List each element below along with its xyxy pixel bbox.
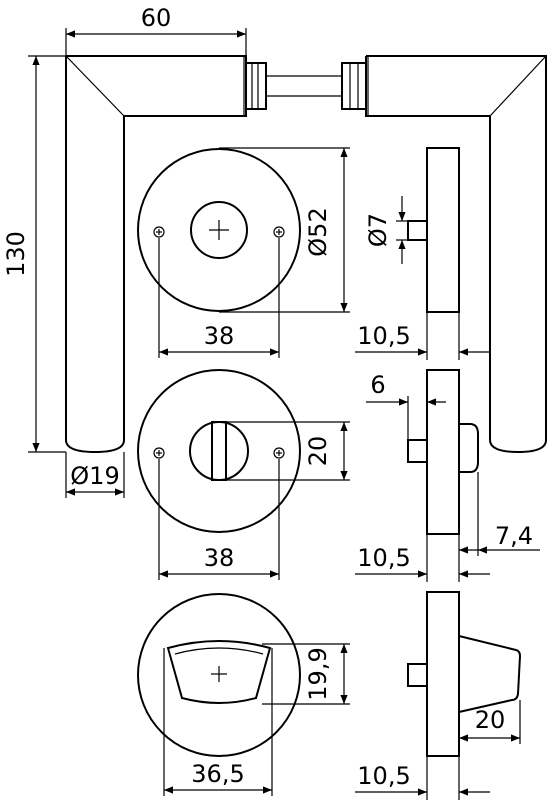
label-20-depth: 20 [475,706,506,734]
top-rose-front-view [137,148,301,312]
label-6: 6 [370,371,385,399]
label-diameter-7: Ø7 [364,213,392,247]
dimension-rose-thickness-mid: 10,5 [355,534,490,582]
dimension-knob-height-19-9: 19,9 [262,643,350,705]
right-lever-handle [365,55,547,454]
label-130: 130 [2,231,30,277]
dimension-knob-width-36-5: 36,5 [163,648,273,796]
spindle-connector [245,62,367,110]
label-10-5-top: 10,5 [357,322,410,350]
label-diameter-52: Ø52 [304,207,332,256]
dimension-rose-thickness-bottom: 10,5 [355,756,490,800]
dimension-diameter-7: Ø7 [364,196,408,264]
dimension-hole-spacing-38-top: 38 [158,238,280,358]
dimension-diameter-52: Ø52 [219,147,350,313]
bottom-rose-side-view [407,591,522,757]
top-rose-side-view [407,147,460,313]
middle-rose-side-view [407,369,479,535]
dimension-hole-spacing-38-mid: 38 [158,459,280,580]
dimension-height-130: 130 [2,55,66,453]
dimension-offset-6: 6 [366,371,446,440]
dimension-slot-20: 20 [226,421,350,481]
dimension-rose-thickness-top: 10,5 [355,312,490,360]
dimension-width-60: 60 [65,4,247,56]
label-36-5: 36,5 [191,760,244,788]
left-lever-handle [65,55,247,454]
label-diameter-19: Ø19 [70,462,119,490]
dimension-knob-depth-20: 20 [458,700,521,744]
label-10-5-mid: 10,5 [357,544,410,572]
label-60: 60 [141,4,172,32]
label-20-slot: 20 [304,436,332,467]
middle-rose-front-view [137,369,301,533]
dimension-diameter-19: Ø19 [65,452,125,498]
label-38-top: 38 [204,322,235,350]
bottom-rose-front-view [137,593,301,757]
label-10-5-bottom: 10,5 [357,762,410,790]
label-7-4: 7,4 [495,522,533,550]
dimension-projection-7-4: 7,4 [459,472,540,556]
label-19-9: 19,9 [304,647,332,700]
label-38-mid: 38 [204,544,235,572]
